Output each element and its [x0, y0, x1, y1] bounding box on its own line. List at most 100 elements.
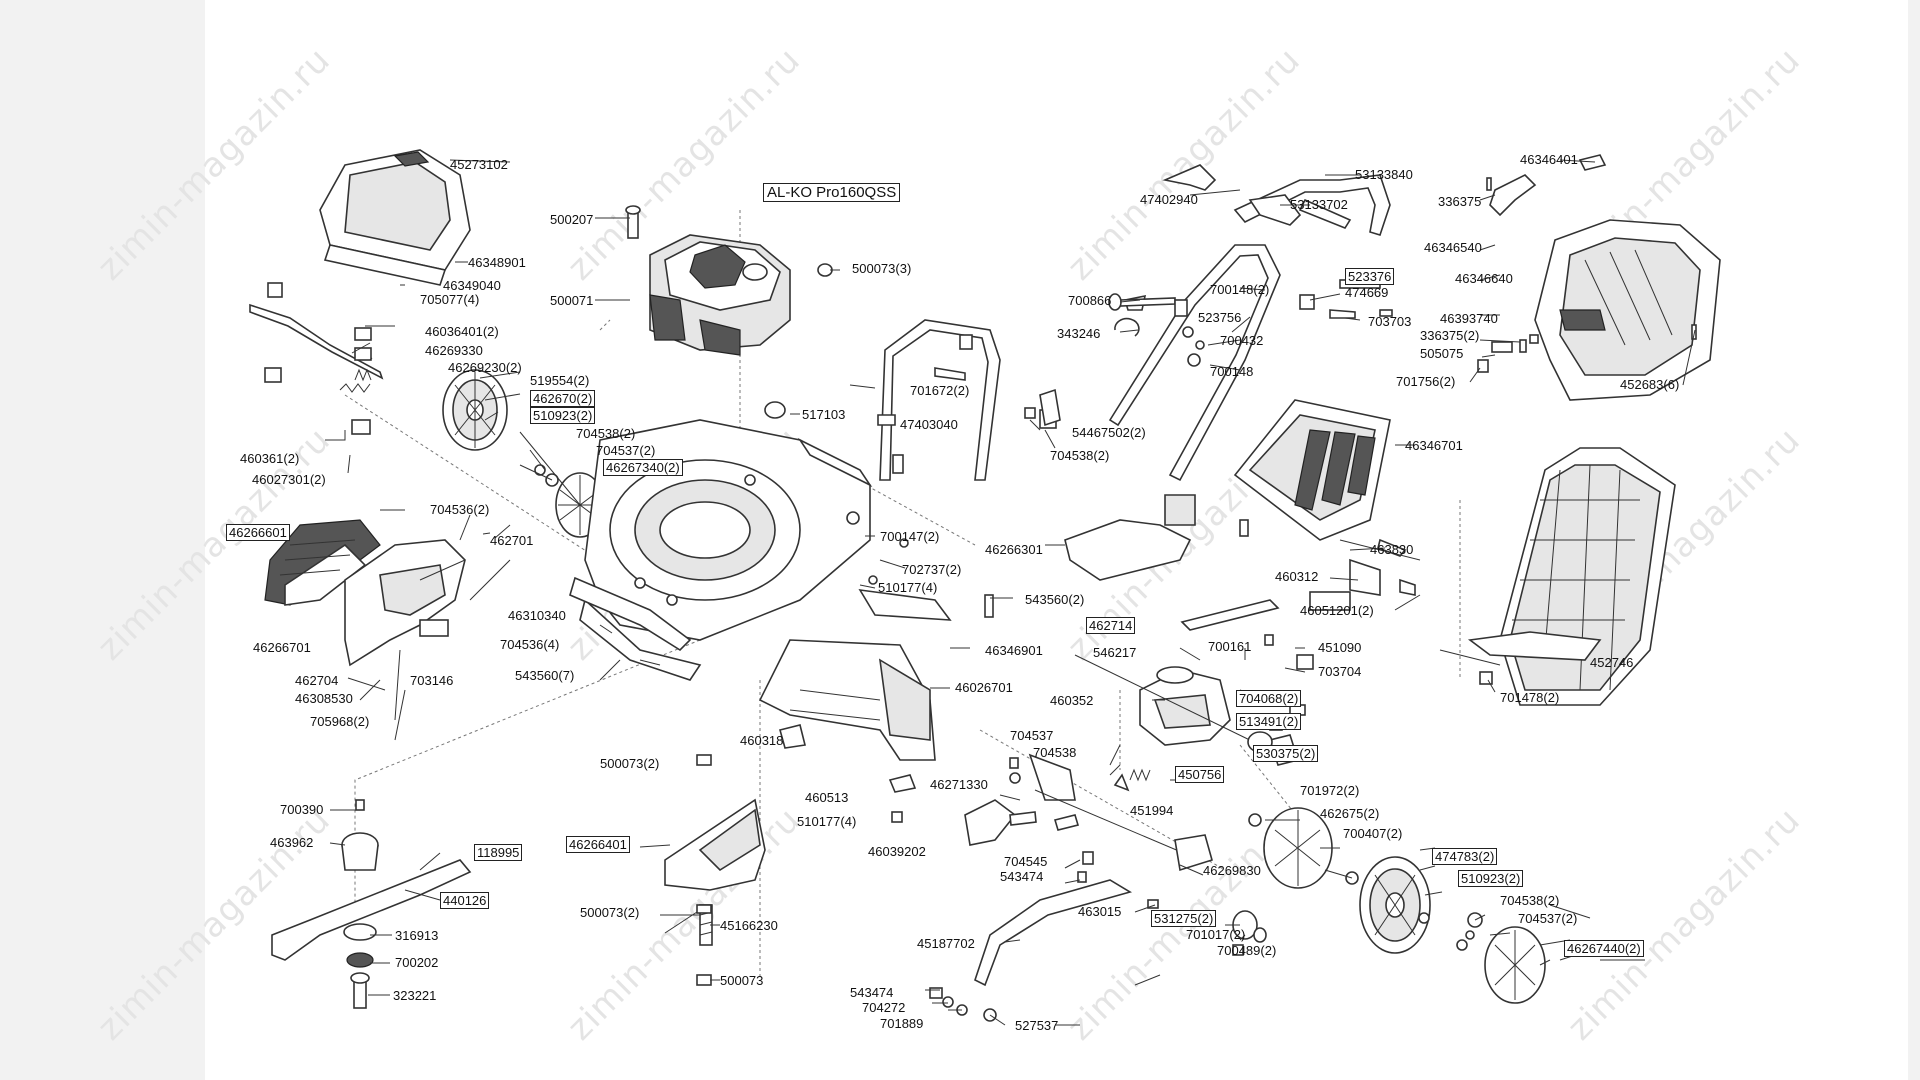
boxed-part-label: 46267440(2) [1564, 940, 1644, 957]
boxed-part-label: 118995 [474, 844, 523, 861]
part-label: 700489(2) [1217, 943, 1277, 958]
part-label: 700147(2) [880, 529, 940, 544]
part-label: 46027301(2) [252, 472, 326, 487]
part-label: 705968(2) [310, 714, 370, 729]
part-label: 700148(2) [1210, 282, 1270, 297]
part-label: 700407(2) [1343, 826, 1403, 841]
gearbox [1074, 654, 1300, 792]
mulch-plug [664, 754, 766, 986]
part-label: 46346701 [1405, 438, 1463, 453]
part-label: 500073(2) [580, 905, 640, 920]
part-label: 336375(2) [1420, 328, 1480, 343]
hubcap-right [1456, 912, 1546, 1004]
part-label: 452746 [1590, 655, 1634, 670]
part-label: 451090 [1318, 640, 1362, 655]
rear-axle [1028, 753, 1213, 872]
catcher-top [1233, 399, 1391, 541]
boxed-part-label: 440126 [440, 892, 490, 909]
part-label: 46346540 [1424, 240, 1482, 255]
part-label: 704538(2) [576, 426, 636, 441]
part-label: 45166230 [720, 918, 778, 933]
part-label: 53133840 [1355, 167, 1413, 182]
boxed-part-label: 46266601 [226, 524, 290, 541]
part-label: 704538 [1033, 745, 1077, 760]
part-label: 704538(2) [1500, 893, 1560, 908]
part-label: 463962 [270, 835, 314, 850]
part-label: 703703 [1368, 314, 1412, 329]
upper-handle [1108, 174, 1391, 482]
engine [625, 205, 791, 356]
catcher-frame [1534, 219, 1721, 401]
part-label: 510177(4) [878, 580, 938, 595]
part-label: 316913 [395, 928, 439, 943]
boxed-part-label: 530375(2) [1253, 745, 1319, 762]
boxed-part-label: 510923(2) [1458, 870, 1524, 887]
leader-lines [325, 159, 1696, 1026]
part-label: 46036401(2) [425, 324, 499, 339]
part-label: 700148 [1210, 364, 1254, 379]
part-label: 500073(2) [600, 756, 660, 771]
part-label: 46269230(2) [448, 360, 522, 375]
part-label: 701972(2) [1300, 783, 1360, 798]
part-label: 700202 [395, 955, 439, 970]
part-label: 704536(2) [430, 502, 490, 517]
part-label: 460513 [805, 790, 849, 805]
catcher-rod [1339, 538, 1421, 596]
part-label: 463015 [1078, 904, 1122, 919]
part-label: 543474 [850, 985, 894, 1000]
deck-bracket [569, 576, 692, 652]
part-label: 336375 [1438, 194, 1482, 209]
handle-hardware [1039, 293, 1356, 427]
part-label: 46269830 [1203, 863, 1261, 878]
part-label: 46308530 [295, 691, 353, 706]
boxed-part-label: 46267340(2) [603, 459, 683, 476]
boxed-part-label: 474783(2) [1432, 848, 1498, 865]
part-label: 500207 [550, 212, 594, 227]
part-label: 510177(4) [797, 814, 857, 829]
boxed-part-label: 704068(2) [1236, 690, 1302, 707]
boxed-part-label: 462670(2) [530, 390, 596, 407]
side-brackets [779, 724, 917, 823]
part-label: 46269330 [425, 343, 483, 358]
part-label: 451994 [1130, 803, 1174, 818]
part-label: 460312 [1275, 569, 1319, 584]
part-label: 343246 [1057, 326, 1101, 341]
part-label: 701889 [880, 1016, 924, 1031]
boxed-part-label: 523376 [1345, 268, 1395, 285]
height-adjust-rod [249, 282, 384, 435]
part-label: 701672(2) [910, 383, 970, 398]
part-label: 460318 [740, 733, 784, 748]
part-label: 517103 [802, 407, 846, 422]
part-label: 700390 [280, 802, 324, 817]
part-label: 46346901 [985, 643, 1043, 658]
part-label: 700161 [1208, 639, 1252, 654]
part-label: 46026701 [955, 680, 1013, 695]
part-label: 543560(2) [1025, 592, 1085, 607]
part-label: 704536(4) [500, 637, 560, 652]
part-label: 702737(2) [902, 562, 962, 577]
rear-guard [1064, 494, 1196, 581]
part-label: 46310340 [508, 608, 566, 623]
part-label: 546217 [1093, 645, 1137, 660]
part-label: 704537 [1010, 728, 1054, 743]
part-label: 463830 [1370, 542, 1414, 557]
part-label: 705077(4) [420, 292, 480, 307]
drive-belt [1180, 599, 1280, 631]
part-label: 527537 [1015, 1018, 1059, 1033]
boxed-part-label: 46266401 [566, 836, 630, 853]
part-label: 46346640 [1455, 271, 1513, 286]
part-label: 474669 [1345, 285, 1389, 300]
boxed-part-label: 513491(2) [1236, 713, 1302, 730]
part-label: 500071 [550, 293, 594, 308]
part-label: 703704 [1318, 664, 1362, 679]
boxed-part-label: 531275(2) [1151, 910, 1217, 927]
part-label: 45187702 [917, 936, 975, 951]
catcher-handle-parts [1477, 154, 1607, 373]
part-label: 701478(2) [1500, 690, 1560, 705]
boxed-part-label: 462714 [1086, 617, 1136, 634]
part-label: 701756(2) [1396, 374, 1456, 389]
part-label: 323221 [393, 988, 437, 1003]
rear-flap-frame [758, 588, 952, 761]
